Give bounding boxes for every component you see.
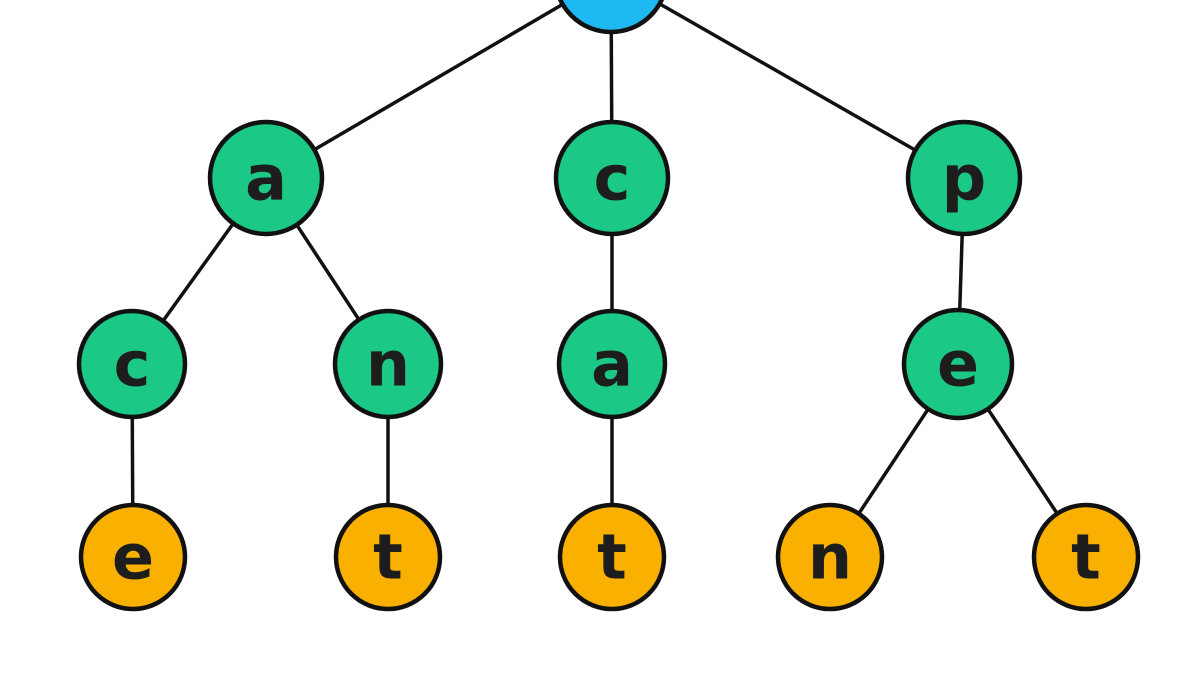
edges-layer	[130, 0, 1088, 558]
node-circle-leaf	[775, 502, 885, 612]
tree-node-t3c: t	[1031, 502, 1141, 612]
node-circle-leaf	[333, 502, 443, 612]
node-circle-internal	[905, 119, 1023, 237]
tree-node-a2: a	[556, 308, 668, 420]
node-circle-root	[557, 0, 665, 35]
edge-root-a1	[265, 0, 574, 180]
tree-node-n3: n	[775, 502, 885, 612]
node-circle-internal	[901, 307, 1015, 421]
tree-node-t3b: t	[557, 502, 667, 612]
node-circle-internal	[76, 308, 188, 420]
tree-node-a1: a	[207, 119, 325, 237]
node-circle-leaf	[557, 502, 667, 612]
node-circle-leaf	[78, 502, 188, 612]
node-circle-internal	[556, 308, 668, 420]
tree-node-c1: c	[553, 119, 671, 237]
node-circle-leaf	[1031, 502, 1141, 612]
tree-node-e2: e	[901, 307, 1015, 421]
node-circle-internal	[553, 119, 671, 237]
tree-node-t3a: t	[333, 502, 443, 612]
tree-node-p1: p	[905, 119, 1023, 237]
tree-node-e3: e	[78, 502, 188, 612]
edge-root-p1	[649, 0, 965, 180]
tree-node-c2: c	[76, 308, 188, 420]
node-circle-internal	[332, 308, 444, 420]
tree-node-root	[557, 0, 665, 35]
node-circle-internal	[207, 119, 325, 237]
tree-node-n2: n	[332, 308, 444, 420]
